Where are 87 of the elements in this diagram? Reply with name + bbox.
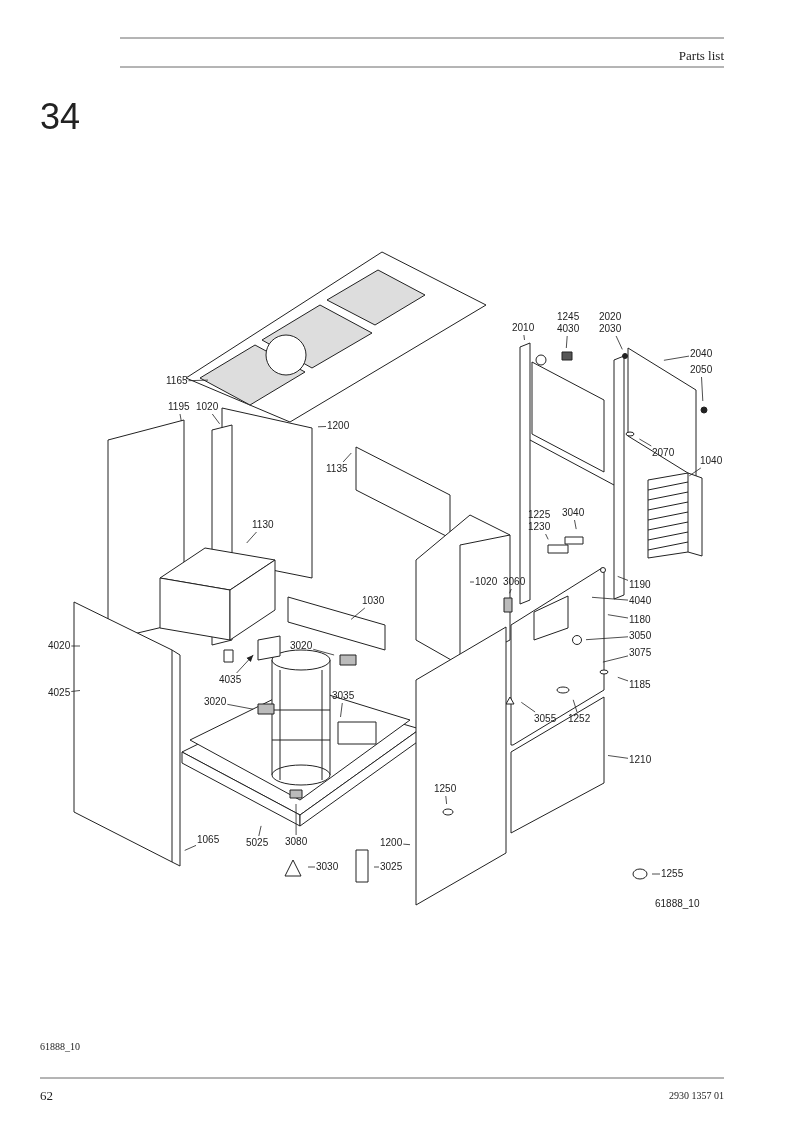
callout-number: 3025 xyxy=(380,861,403,873)
leader-line xyxy=(688,467,702,477)
leader-line xyxy=(607,614,629,619)
callout-number: 1190 xyxy=(629,579,651,591)
callout-number: 3020 xyxy=(204,696,227,708)
callout-number: 4035 xyxy=(219,674,242,686)
callout-number: 1255 xyxy=(661,868,684,880)
document-number: 2930 1357 01 xyxy=(669,1090,724,1101)
callout-number: 5025 xyxy=(246,837,269,849)
callout-number: 2050 xyxy=(690,364,713,376)
callout-number: 1195 xyxy=(168,401,190,413)
callout-number: 4040 xyxy=(629,595,652,607)
leader-line xyxy=(545,533,549,540)
drawing-number: 61888_10 xyxy=(655,898,700,909)
section-title: Parts list xyxy=(678,48,724,64)
leader-line xyxy=(184,845,197,851)
callout-number: 1210 xyxy=(629,754,652,766)
callout-number: 2020 2030 xyxy=(599,311,622,335)
leader-line xyxy=(701,376,704,402)
page-number: 62 xyxy=(40,1088,53,1104)
leader-line xyxy=(246,531,257,544)
leader-line xyxy=(179,413,182,422)
leader-line xyxy=(607,755,629,759)
callout-number: 4025 xyxy=(48,687,71,699)
callout-number: 3020 xyxy=(290,640,313,652)
leader-line xyxy=(445,795,447,805)
leader-line xyxy=(520,701,536,713)
callout-number: 3055 xyxy=(534,713,557,725)
drawing-number: 61888_10 xyxy=(40,1041,80,1052)
leader-line xyxy=(509,588,512,594)
leader-line xyxy=(373,866,380,868)
callout-number: 1200 xyxy=(380,837,403,849)
callout-number: 1020 xyxy=(196,401,219,413)
callout-number: 1250 xyxy=(434,783,457,795)
callout-number: 1040 xyxy=(700,455,723,467)
callout-number: 3060 xyxy=(503,576,526,588)
callout-number: 1180 xyxy=(629,614,651,626)
callout-number: 1165 xyxy=(166,375,188,387)
leader-line xyxy=(295,803,297,836)
callout-number: 1135 xyxy=(326,463,348,475)
callout-number: 3050 xyxy=(629,630,652,642)
leader-line xyxy=(615,335,623,350)
leader-line xyxy=(226,703,254,710)
leader-line xyxy=(617,676,629,682)
leader-line xyxy=(651,873,661,875)
leader-line xyxy=(663,355,690,361)
callout-number: 3040 xyxy=(562,507,585,519)
callout-number: 4020 xyxy=(48,640,71,652)
leader-line xyxy=(312,648,335,656)
leader-line xyxy=(70,690,81,692)
leader-line xyxy=(591,596,629,601)
leader-line xyxy=(211,413,220,425)
leader-line xyxy=(340,702,343,718)
callout-number: 1252 xyxy=(568,713,591,725)
leader-line xyxy=(574,519,577,530)
leader-line xyxy=(188,379,209,382)
callout-number: 1130 xyxy=(252,519,274,531)
leader-line xyxy=(602,655,629,663)
callout-number: 1020 xyxy=(475,576,498,588)
callout-number: 2010 xyxy=(512,322,535,334)
leader-line xyxy=(585,636,629,641)
leader-line xyxy=(469,581,475,583)
leader-line xyxy=(572,699,578,713)
leader-line xyxy=(342,452,352,463)
callout-number: 1245 4030 xyxy=(557,311,580,335)
leader-line xyxy=(617,576,629,581)
callout-number: 2070 xyxy=(652,447,675,459)
section-number: 34 xyxy=(40,96,81,138)
leader-line xyxy=(307,866,316,868)
callout-number: 1200 xyxy=(327,420,350,432)
leader-line xyxy=(402,843,411,846)
callout-number: 3075 xyxy=(629,647,652,659)
leader-line xyxy=(258,825,262,837)
leader-line xyxy=(639,438,652,447)
leader-line xyxy=(317,426,327,428)
callout-number: 3035 xyxy=(332,690,355,702)
callout-number: 3080 xyxy=(285,836,308,848)
leader-line xyxy=(350,607,366,620)
callout-number: 3030 xyxy=(316,861,339,873)
leader-line xyxy=(70,645,81,647)
callout-number: 1185 xyxy=(629,679,651,691)
callout-number: 1030 xyxy=(362,595,385,607)
callout-number: 2040 xyxy=(690,348,713,360)
leader-line xyxy=(523,334,525,341)
callout-number: 1225 1230 xyxy=(528,509,551,533)
leader-line xyxy=(565,335,568,349)
callout-number: 1065 xyxy=(197,834,220,846)
